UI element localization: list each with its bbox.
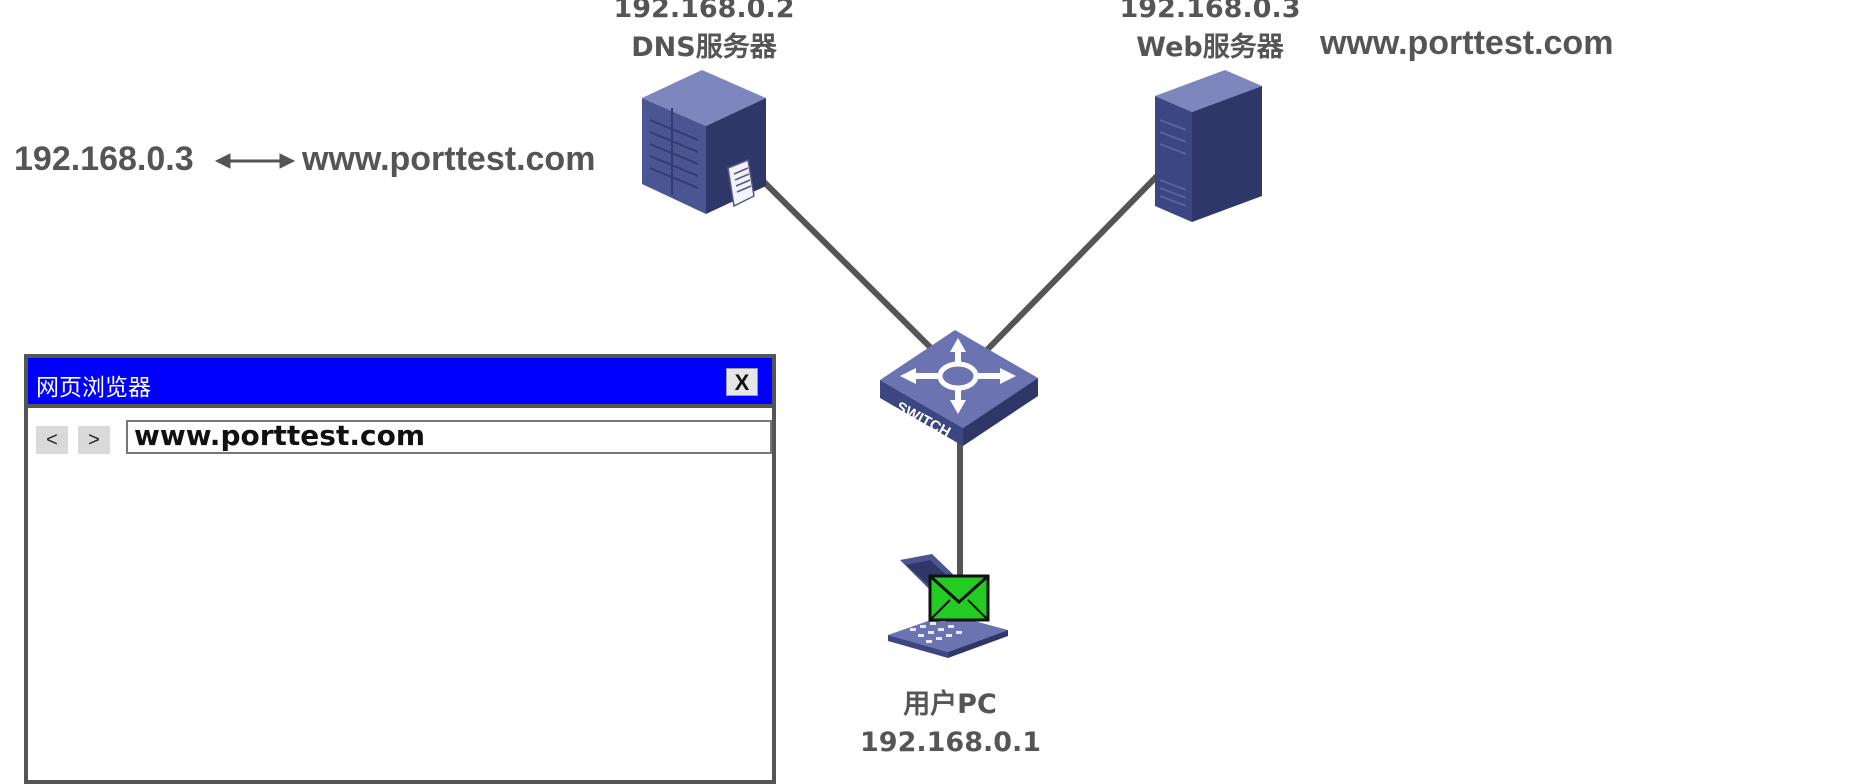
dns-server-name: DNS服务器 [631, 32, 777, 63]
forward-button[interactable]: > [78, 426, 110, 454]
dns-server-icon [642, 70, 766, 214]
link-web-switch [982, 172, 1161, 355]
user-pc-name: 用户PC [903, 689, 997, 720]
web-server-ip: 192.168.0.3 [1119, 0, 1301, 24]
browser-titlebar[interactable]: 网页浏览器 X [28, 358, 772, 408]
dns-mapping-ip: 192.168.0.3 [14, 140, 194, 178]
switch-icon: SWITCH [880, 330, 1038, 446]
link-dns-switch [757, 175, 938, 355]
document-icon [727, 158, 755, 208]
network-diagram: SWITCH [214, 70, 1262, 658]
url-input[interactable]: www.porttest.com [126, 420, 772, 454]
double-arrow-icon [214, 153, 296, 169]
close-button[interactable]: X [726, 368, 758, 396]
envelope-icon [928, 574, 990, 622]
browser-title: 网页浏览器 [36, 375, 151, 401]
dns-server-ip: 192.168.0.2 [613, 0, 795, 24]
web-server-domain: www.porttest.com [1320, 24, 1614, 62]
dns-mapping-domain: www.porttest.com [302, 140, 596, 178]
browser-window: 网页浏览器 X < > www.porttest.com [24, 354, 776, 784]
web-server-icon [1155, 70, 1262, 222]
user-pc-ip: 192.168.0.1 [860, 727, 1042, 758]
web-server-name: Web服务器 [1136, 32, 1284, 63]
back-button[interactable]: < [36, 426, 68, 454]
